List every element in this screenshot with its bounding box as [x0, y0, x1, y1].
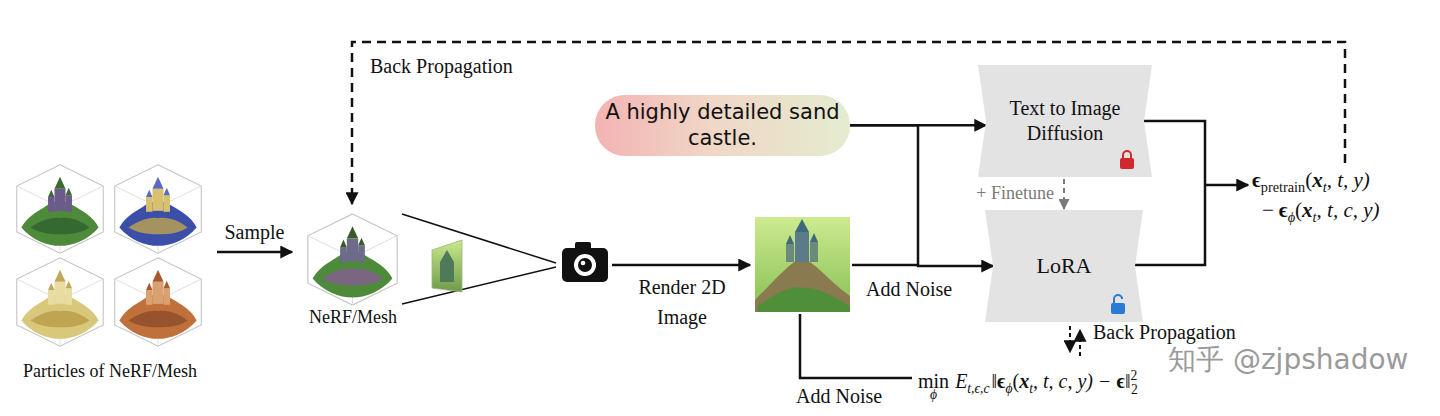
image-roof	[810, 233, 818, 242]
view-frustum	[402, 214, 556, 304]
image-roof	[795, 219, 809, 232]
plane-castle	[440, 250, 454, 282]
math-symbol: x	[1312, 168, 1323, 192]
math-symbol: x	[1019, 370, 1029, 392]
connector-arrow	[217, 251, 292, 254]
noise-wire	[800, 314, 912, 378]
camera-lens	[578, 258, 592, 272]
math-symbol: 2	[1131, 382, 1138, 398]
node-text: LoRA	[1037, 252, 1092, 280]
plane-image	[432, 240, 462, 292]
image-ground	[755, 217, 850, 312]
particle-cube	[115, 258, 201, 346]
camera-body	[562, 248, 608, 282]
output-formula: −ϵϕ(xt, t, c, y)	[1262, 198, 1380, 226]
image-tower	[786, 244, 794, 262]
math-symbol: E	[955, 370, 967, 392]
image-tower	[810, 242, 818, 262]
watermark: 知乎 @zjpshadow	[1168, 346, 1408, 374]
math-symbol: ϕ	[1005, 381, 1012, 396]
camera-icon	[562, 242, 608, 282]
connector-arrow	[850, 125, 993, 266]
node-text: A highly detailed sand castle.	[605, 99, 840, 152]
backprop-label: Back Propagation	[1093, 321, 1236, 344]
image-grass	[758, 287, 850, 312]
math-symbol: , t, c, y) −	[1033, 370, 1111, 392]
lock-body	[1111, 303, 1125, 314]
particle-cubes	[17, 165, 201, 346]
math-symbol: t,ϵ,c	[967, 381, 989, 396]
nerf-cube	[308, 214, 397, 305]
math-symbol: t	[1323, 179, 1327, 195]
render-label: Render 2D Image	[622, 272, 742, 332]
connector-arrow	[1063, 179, 1065, 209]
math-symbol: ϕ	[930, 387, 937, 403]
math-symbol: ϵ	[1252, 168, 1261, 192]
math-symbol: pretrain	[1261, 179, 1305, 195]
lock-shackle	[1114, 295, 1122, 303]
math-symbol: ‖	[1125, 370, 1131, 392]
edge-label: Sample	[225, 220, 285, 244]
particle-group: Particles of NeRF/Mesh	[3, 158, 217, 386]
particle-cube	[17, 165, 103, 253]
math-symbol: t	[1313, 209, 1317, 225]
math-symbol: ϵ	[1116, 370, 1124, 392]
layout-wires	[352, 42, 1345, 378]
math-symbol: −	[1262, 198, 1274, 222]
particle-cube	[17, 258, 103, 346]
frustum-line	[402, 267, 556, 304]
frustum-line	[402, 214, 556, 263]
lock-shackle	[1123, 151, 1131, 158]
output-formula: ϵpretrain(xt, t, y)	[1252, 168, 1370, 196]
backprop-arrow	[1079, 330, 1081, 356]
math-symbol: (	[1295, 198, 1302, 222]
backprop-label: Back Propagation	[370, 55, 513, 78]
math-symbol: t	[1029, 381, 1033, 396]
noise-label: Add Noise	[866, 278, 952, 301]
hourglass-outline	[985, 210, 1143, 322]
camera-glint	[581, 261, 586, 266]
image-keep	[795, 232, 809, 262]
prompt-pill: A highly detailed sand castle.	[595, 95, 850, 156]
noise-wire	[852, 264, 918, 267]
math-symbol: ϕ	[1288, 209, 1295, 225]
math-symbol: , t, c, y)	[1317, 198, 1380, 222]
nerf-mesh-node: NeRF/Mesh	[292, 208, 414, 332]
model-shape	[978, 65, 1152, 177]
image-roof	[786, 235, 794, 244]
node-text: Text to Image Diffusion	[1000, 96, 1130, 146]
image-hill	[755, 258, 850, 312]
rendered-image	[755, 217, 850, 312]
math-symbol: 2	[1131, 368, 1138, 383]
diffusion-model: Text to Image Diffusion	[978, 65, 1152, 177]
noise-label: Add Noise	[796, 385, 882, 408]
math-symbol: ϵ	[997, 370, 1005, 392]
particle-cube	[115, 165, 201, 253]
image-plane	[432, 240, 462, 292]
math-symbol: x	[1302, 198, 1313, 222]
backprop-arrow	[1069, 326, 1071, 352]
loss-formula: minϕEt,ϵ,c‖ϵϕ(xt, t, c, y) −ϵ‖22	[918, 368, 1137, 397]
math-symbol: (	[1013, 370, 1020, 392]
lock-body	[1120, 158, 1134, 169]
node-text: Particles of NeRF/Mesh	[23, 360, 197, 383]
math-symbol: , t, y)	[1327, 168, 1370, 192]
lora-model: LoRA	[985, 210, 1143, 322]
math-symbol: ‖	[991, 370, 997, 392]
camera-lens	[574, 254, 596, 276]
math-symbol: (	[1305, 168, 1312, 192]
math-symbol: ϵ	[1279, 198, 1288, 222]
hourglass-outline	[978, 65, 1152, 177]
render-arrow	[612, 264, 750, 267]
node-text: NeRF/Mesh	[309, 306, 397, 329]
backprop-arrow	[352, 42, 1345, 204]
edge-label: + Finetune	[976, 183, 1054, 205]
output-arrow	[1205, 184, 1248, 187]
